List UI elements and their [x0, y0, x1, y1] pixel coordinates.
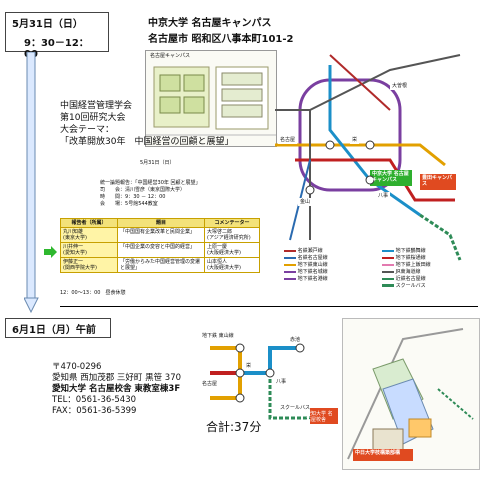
campus-diagram-header: 名古屋キャンパス: [150, 53, 191, 59]
route-map: 地下鉄 東山線 名古屋 栄 八事 赤池 スクールバス 愛知大学 名古屋校舎: [200, 318, 340, 428]
timeline-arrow: [24, 52, 39, 314]
table-header-cell: 題目: [117, 218, 205, 228]
legend-item: [284, 283, 376, 290]
campus-map: 中日大学枝構築部構: [342, 318, 480, 470]
legend-item: 地下鉄桜通線: [382, 255, 474, 262]
venue2-fax: FAX：0561-36-5399: [52, 406, 137, 416]
venue2-info: 〒470-0296 愛知県 西加茂郡 三好町 黒笹 370 愛知大学 名古屋校舎…: [52, 362, 181, 417]
venue2-postal: 〒470-0296: [52, 362, 102, 372]
map1-station-label: 八事: [376, 192, 391, 200]
legend-item: 近鉄名古屋線: [382, 276, 474, 283]
legend-item: スクールバス: [382, 283, 474, 290]
venue2-tel: TEL：0561-36-5430: [52, 395, 137, 405]
subway-map: 名古屋 栄 八事 金山 大曽根 中京大学 名古屋キャンパス 豊田キャンパス: [270, 50, 478, 300]
conference-line1: 中国経営管理学会: [60, 101, 133, 111]
conference-info: 中国経営管理学会 第10回研究大会 大会テーマ： 「改革開放30年 中国経営の回…: [60, 100, 233, 148]
route-dest-label: 愛知大学 名古屋校舎: [306, 411, 333, 423]
day2-date: 6月1日（月）午前: [12, 325, 96, 336]
legend-item: 名鉄名古屋線: [284, 255, 376, 262]
table-row: 伊藤正一(関西学院大学) 「労働からみた中国経営管理の変遷と展望」 山本恒人(大…: [60, 257, 260, 273]
program-row: 統一論題報告：「中国経営30年 回顧と展望」: [100, 180, 201, 186]
program-table: 報告者（所属） 題目 コメンテーター 丸川知雄(東京大学) 「中国国有企業改革と…: [60, 218, 260, 273]
commentator-cell: 上原一慶(大阪経済大学): [204, 242, 260, 258]
route-station-label: 地下鉄 東山線: [202, 333, 234, 339]
program-details: 統一論題報告：「中国経営30年 回顧と展望」 司 会：清川雪彦（東京国際大学） …: [100, 180, 200, 208]
program-row: 時 間：9：30 － 12：00: [100, 194, 166, 200]
route-bus-label: スクールバス: [280, 405, 311, 411]
conference-line2: 第10回研究大会: [60, 113, 126, 123]
route-station-label: 名古屋: [202, 381, 218, 387]
legend-item: 地下鉄東山線: [284, 262, 376, 269]
conference-line3: 大会テーマ：: [60, 125, 115, 135]
legend-item: 地下鉄鶴舞線: [382, 248, 474, 255]
subway-map-graphic: [275, 54, 462, 261]
venue1-name: 中京大学 名古屋キャンパス: [148, 18, 272, 29]
route-station-label: 栄: [246, 363, 252, 369]
map1-station-label: 名古屋: [278, 136, 298, 144]
exit-label: 豊田キャンパス: [422, 175, 453, 187]
table-header-cell: コメンテーター: [204, 218, 260, 228]
speaker-cell: 伊藤正一(関西学院大学): [60, 257, 118, 273]
legend-item: 地下鉄名城線: [284, 269, 376, 276]
speaker-cell: 川井伸一(愛知大学): [60, 242, 118, 258]
program-date-small: 5月31日（日）: [140, 160, 175, 166]
venue2-address: 愛知県 西加茂郡 三好町 黒笹 370: [52, 373, 182, 383]
legend-item: 地下鉄上飯田線: [382, 262, 474, 269]
section-divider: [60, 306, 478, 307]
speaker-cell: 丸川知雄(東京大学): [60, 227, 118, 243]
program-row: 会 場：5号館544教室: [100, 201, 158, 207]
day1-date: 5月31日（日）: [12, 19, 83, 30]
program-row: 司 会：清川雪彦（東京国際大学）: [100, 187, 186, 193]
campus-diagram: 名古屋キャンパス: [145, 50, 277, 147]
table-row: 丸川知雄(東京大学) 「中国国有企業改革と民間企業」 大塚啓二郎(アジア経済研究…: [60, 227, 260, 243]
route-station-label: 八事: [276, 379, 287, 385]
campus-label: 中京大学 名古屋キャンパス: [372, 171, 409, 183]
commentator-cell: 山本恒人(大阪経済大学): [204, 257, 260, 273]
venue1-address: 名古屋市 昭和区八事本町101-2: [148, 34, 294, 45]
legend-item: 名鉄瀬戸線: [284, 248, 376, 255]
map1-station-label: 大曽根: [390, 82, 410, 90]
map1-legend: 名鉄瀬戸線 地下鉄鶴舞線 名鉄名古屋線 地下鉄桜通線 地下鉄東山線 地下鉄上飯田…: [284, 248, 474, 290]
title-cell: 「労働からみた中国経営管理の変遷と展望」: [117, 257, 205, 273]
route-station-label: 赤池: [290, 337, 301, 343]
total-time: 合計:37分: [206, 420, 262, 434]
program-table-header: 報告者（所属） 題目 コメンテーター: [60, 218, 260, 228]
map1-station-label: 金山: [298, 198, 313, 206]
day1-date-box: 5月31日（日） 9：30－12：00: [5, 12, 109, 60]
day2-date-box: 6月1日（月）午前: [5, 318, 111, 338]
lunch-break: 12：00～13：00 昼食休憩: [60, 290, 126, 296]
green-arrow-icon: [44, 246, 57, 258]
conference-theme: 「改革開放30年 中国経営の回顧と展望」: [60, 137, 234, 147]
commentator-cell: 大塚啓二郎(アジア経済研究所): [204, 227, 260, 243]
route-map-graphic: [210, 343, 338, 424]
title-cell: 「中国企業の変容と中国的経営」: [117, 242, 205, 258]
map1-station-label: 栄: [350, 136, 360, 144]
title-cell: 「中国国有企業改革と民間企業」: [117, 227, 205, 243]
campus-diagram-graphic: [146, 66, 276, 136]
campus-map-label: 中日大学枝構築部構: [355, 450, 401, 456]
table-row: 川井伸一(愛知大学) 「中国企業の変容と中国的経営」 上原一慶(大阪経済大学): [60, 242, 260, 258]
legend-item: JR東海道線: [382, 269, 474, 276]
legend-item: 地下鉄名港線: [284, 276, 376, 283]
venue2-school: 愛知大学 名古屋校舎 東教室棟3F: [52, 384, 181, 394]
table-header-cell: 報告者（所属）: [60, 218, 118, 228]
campus-map-graphic: [347, 328, 474, 461]
